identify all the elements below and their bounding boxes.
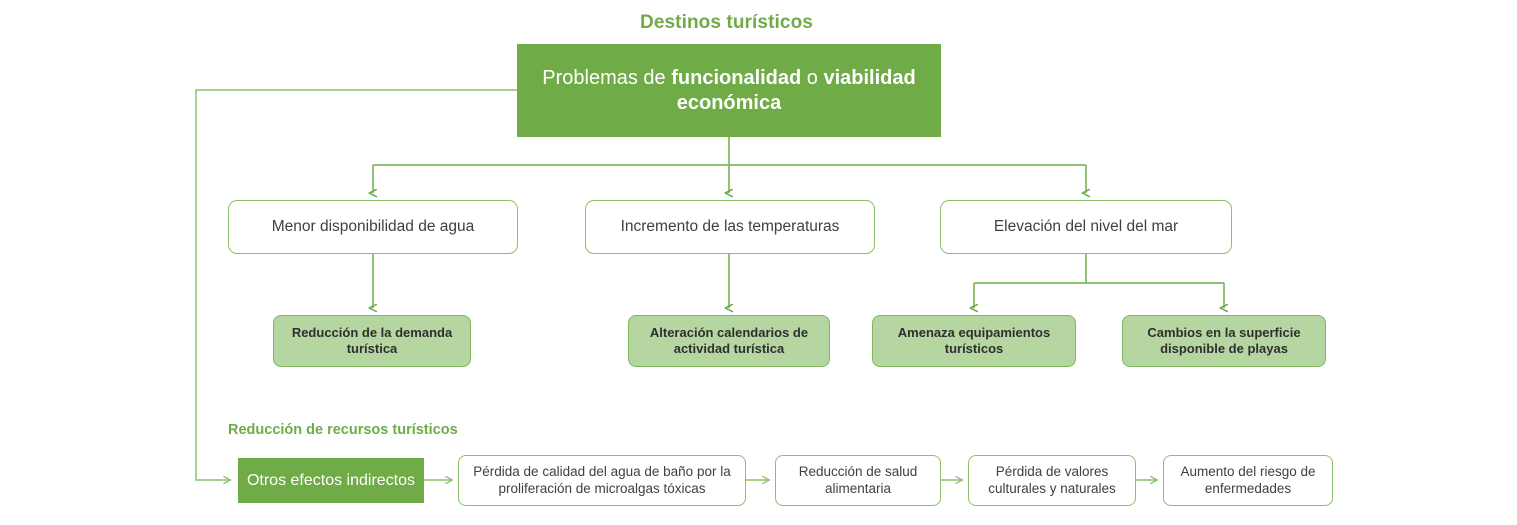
root-text-bold1: funcionalidad bbox=[671, 66, 802, 89]
node-cambios-superficie-playas: Cambios en la superficie disponible de p… bbox=[1122, 315, 1326, 367]
page-title: Destinos turísticos bbox=[640, 12, 813, 33]
section-label-reduccion-recursos: Reducción de recursos turísticos bbox=[228, 422, 458, 438]
node-menor-disponibilidad-agua: Menor disponibilidad de agua bbox=[228, 200, 518, 254]
node-perdida-calidad-agua-bano: Pérdida de calidad del agua de baño por … bbox=[458, 455, 746, 506]
root-text-part1: Problemas de bbox=[542, 66, 672, 89]
node-reduccion-salud-alimentaria: Reducción de salud alimentaria bbox=[775, 455, 941, 506]
node-otros-efectos-indirectos: Otros efectos indirectos bbox=[238, 458, 424, 503]
node-amenaza-equipamientos: Amenaza equipamientos turísticos bbox=[872, 315, 1076, 367]
root-text-part2: o bbox=[801, 66, 824, 89]
node-aumento-riesgo-enfermedades: Aumento del riesgo de enfermedades bbox=[1163, 455, 1333, 506]
node-incremento-temperaturas: Incremento de las temperaturas bbox=[585, 200, 875, 254]
node-reduccion-demanda-turistica: Reducción de la demanda turística bbox=[273, 315, 471, 367]
node-elevacion-nivel-mar: Elevación del nivel del mar bbox=[940, 200, 1232, 254]
node-root-problemas: Problemas de funcionalidad o viabilidad … bbox=[517, 44, 941, 137]
root-text-bold2: viabilidad económica bbox=[676, 66, 916, 114]
node-perdida-valores-culturales: Pérdida de valores culturales y naturale… bbox=[968, 455, 1136, 506]
node-alteracion-calendarios: Alteración calendarios de actividad turí… bbox=[628, 315, 830, 367]
